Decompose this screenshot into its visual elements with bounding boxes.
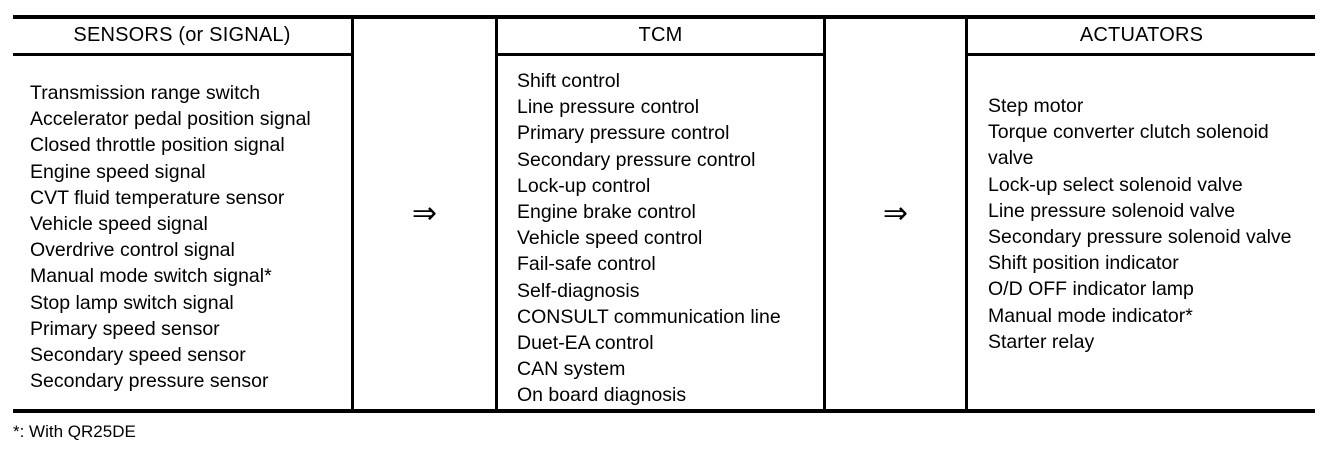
column-divider-4 — [965, 18, 968, 410]
column-title-tcm: TCM — [638, 24, 683, 46]
list-item: Manual mode switch signal* — [30, 265, 272, 288]
list-item: O/D OFF indicator lamp — [988, 278, 1194, 301]
list-item: Secondary pressure solenoid valve — [988, 226, 1292, 249]
list-item: Stop lamp switch signal — [30, 291, 234, 314]
list-item: Primary speed sensor — [30, 317, 220, 340]
column-divider-1 — [351, 18, 354, 410]
column-tcm: TCM Shift control Line pressure control … — [498, 18, 823, 409]
list-item: Line pressure solenoid valve — [988, 199, 1236, 222]
list-item: Step motor — [988, 95, 1084, 117]
column-divider-3 — [823, 18, 826, 410]
list-item: Primary pressure control — [517, 122, 730, 145]
list-item: Closed throttle position signal — [30, 134, 285, 157]
column-divider-2 — [495, 18, 498, 410]
list-item: Secondary pressure sensor — [30, 370, 269, 393]
table-top-rule — [13, 15, 1315, 19]
list-item: Starter relay — [988, 330, 1095, 353]
footnote: *: With QR25DE — [13, 422, 136, 441]
right-double-arrow-icon: ⇒ — [411, 195, 438, 231]
list-item: Duet-EA control — [517, 332, 654, 355]
table-bottom-rule — [13, 409, 1315, 413]
list-item: Shift control — [517, 70, 620, 92]
column-title-actuators: ACTUATORS — [1079, 24, 1204, 46]
list-item: Shift position indicator — [988, 252, 1179, 275]
list-item: On board diagnosis — [517, 384, 687, 407]
list-item: Lock-up select solenoid valve — [988, 173, 1243, 196]
flow-gap-tcm-to-actuators: ⇒ — [826, 18, 965, 409]
actuators-list: Step motor Torque converter clutch solen… — [968, 93, 1315, 355]
list-item: Line pressure control — [517, 96, 700, 119]
header-rule-actuators — [968, 53, 1315, 56]
system-block-diagram: SENSORS (or SIGNAL) Transmission range s… — [13, 15, 1315, 413]
list-item: Transmission range switch — [30, 82, 261, 104]
list-item: Lock-up control — [517, 174, 651, 197]
list-item: Accelerator pedal position signal — [30, 108, 311, 131]
tcm-list: Shift control Line pressure control Prim… — [498, 68, 823, 409]
column-sensors: SENSORS (or SIGNAL) Transmission range s… — [13, 18, 351, 409]
list-item: Manual mode indicator* — [988, 304, 1193, 327]
list-item: Secondary pressure control — [517, 148, 756, 171]
list-item: CAN system — [517, 358, 626, 381]
list-item: Fail-safe control — [517, 253, 656, 276]
flow-gap-sensors-to-tcm: ⇒ — [354, 18, 495, 409]
header-rule-tcm — [498, 53, 823, 56]
column-title-sensors: SENSORS (or SIGNAL) — [73, 24, 291, 46]
list-item: Secondary speed sensor — [30, 344, 246, 367]
column-actuators: ACTUATORS Step motor Torque converter cl… — [968, 18, 1315, 409]
list-item: Vehicle speed signal — [30, 213, 208, 236]
header-rule-sensors — [13, 53, 351, 56]
list-item: CVT fluid temperature sensor — [30, 186, 285, 209]
list-item: CONSULT communication line — [517, 305, 781, 328]
list-item: Engine brake control — [517, 201, 696, 224]
list-item: Vehicle speed control — [517, 227, 703, 250]
sensors-list: Transmission range switch Accelerator pe… — [13, 80, 351, 394]
list-item: Engine speed signal — [30, 160, 206, 183]
list-item: Overdrive control signal — [30, 239, 235, 262]
list-item: Torque converter clutch solenoid valve — [988, 121, 1269, 170]
right-double-arrow-icon: ⇒ — [882, 195, 909, 231]
list-item: Self-diagnosis — [517, 279, 640, 302]
